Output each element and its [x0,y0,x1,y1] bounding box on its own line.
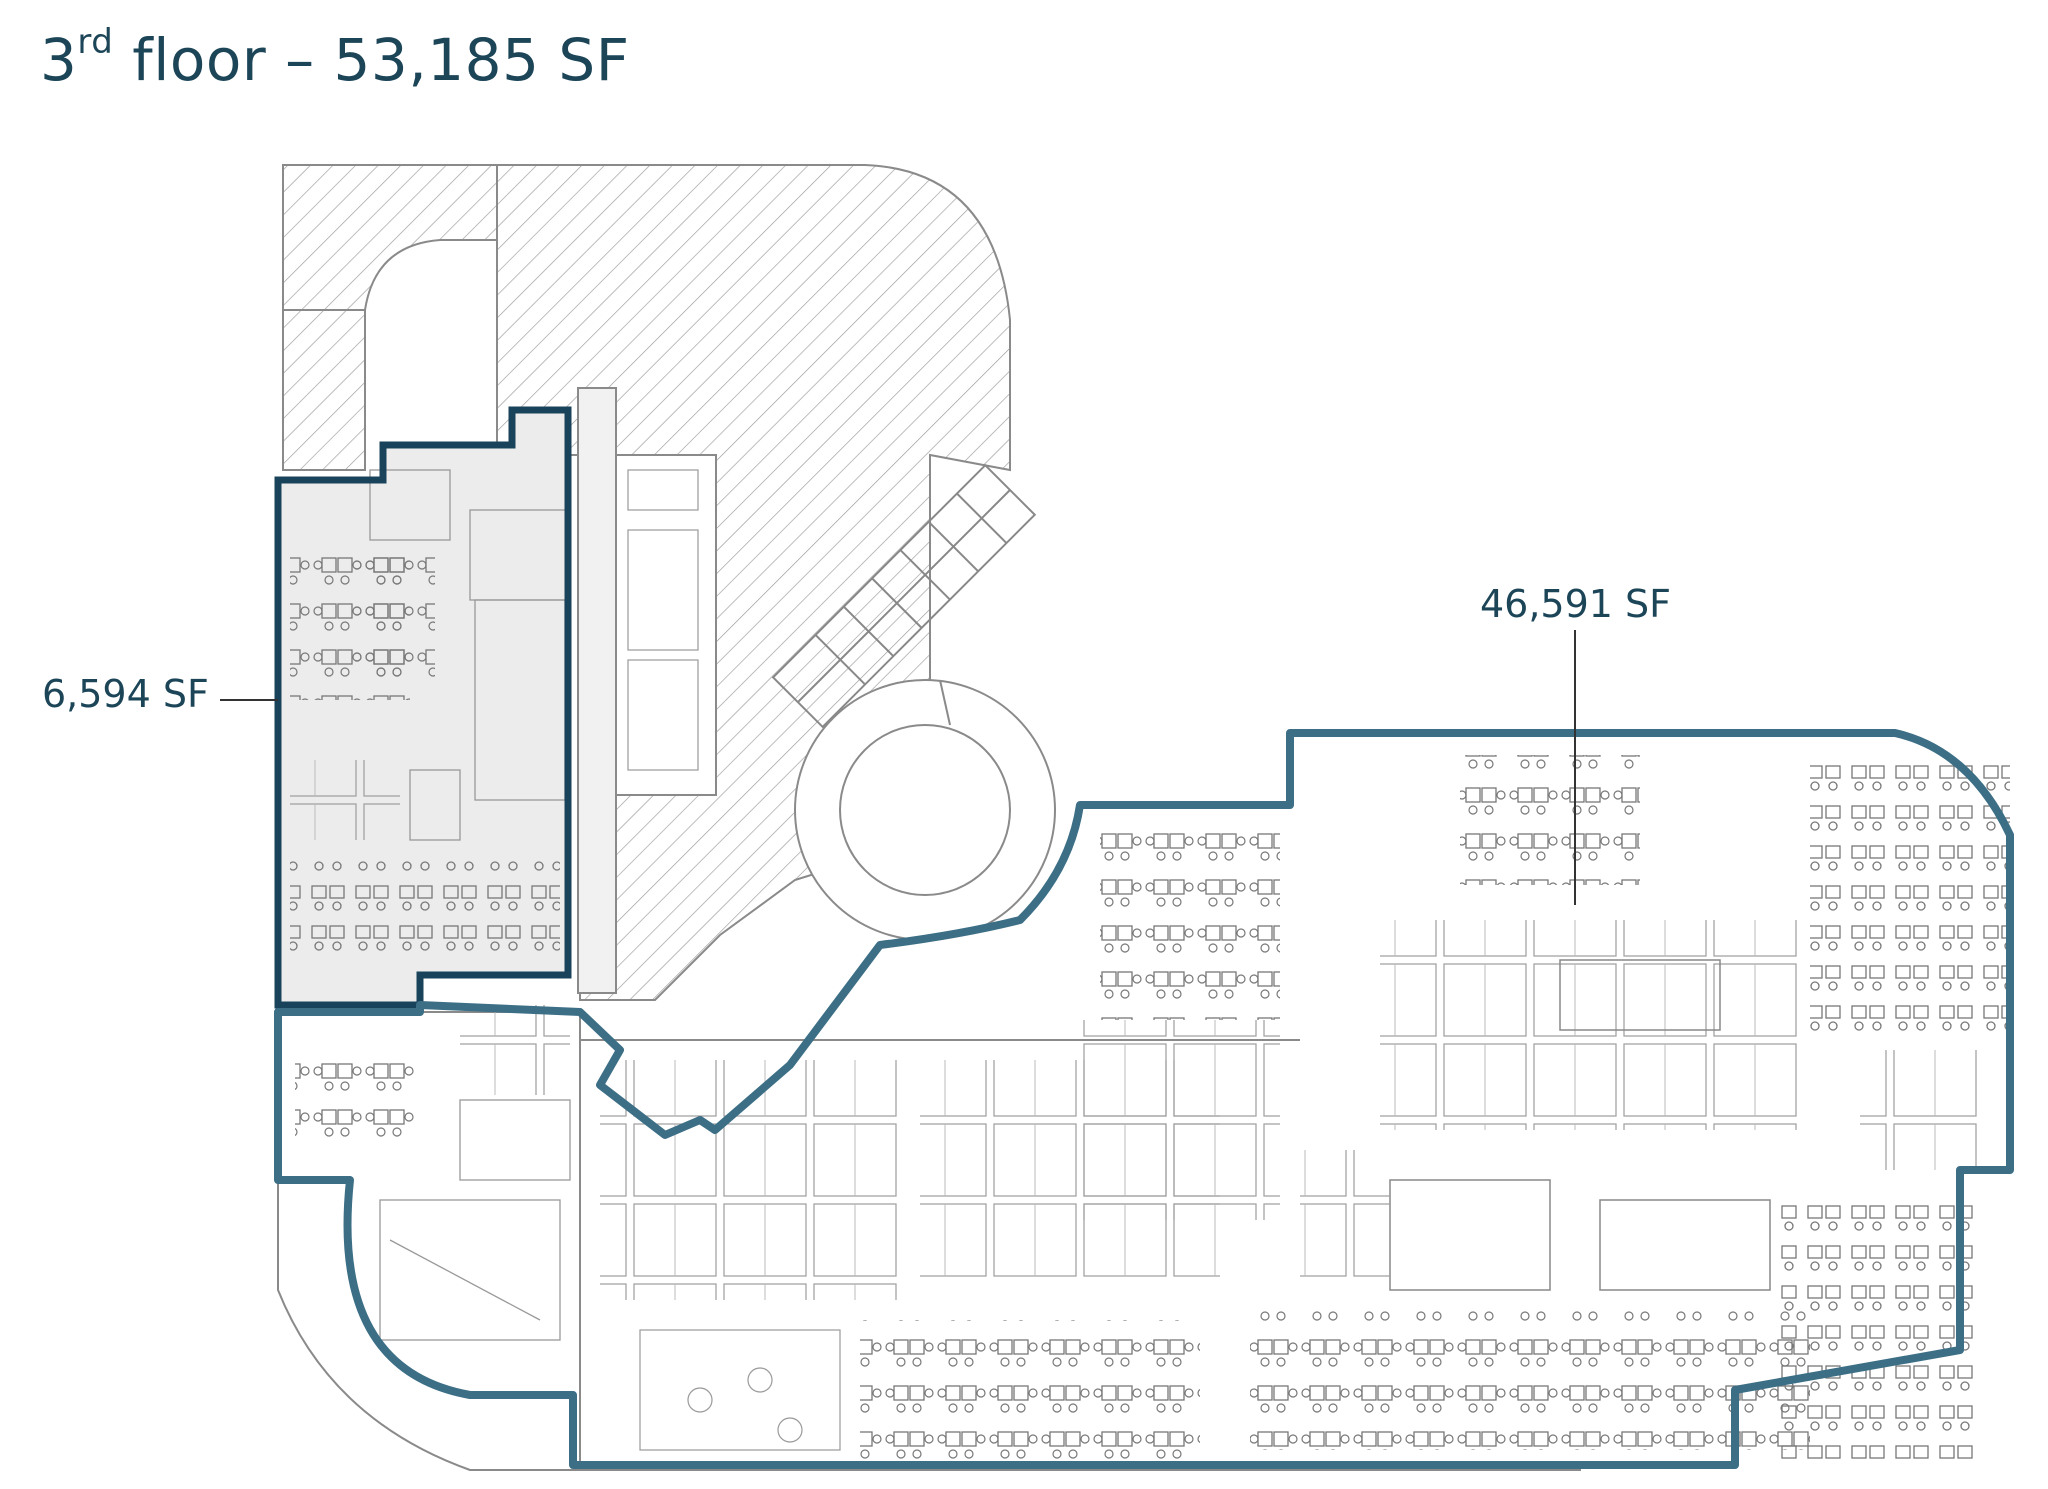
title-ordinal: 3 [40,26,78,94]
east-suite-outline [274,729,2014,1469]
west-suite-area-label: 6,594 SF [42,672,209,716]
title-ordinal-suffix: rd [77,22,114,62]
building-core [577,387,717,994]
page-title: 3rd floor – 53,185 SF [40,22,630,94]
east-suite-interior [1080,745,2020,1465]
skylight-grid [771,463,1037,729]
west-suite-outline [274,406,572,1009]
west-suite [278,410,571,1005]
southwest-suite-interior [295,1005,571,1341]
east-suite-area-label: 46,591 SF [1480,582,1672,626]
rotunda [794,679,1056,941]
title-text: floor – 53,185 SF [113,26,630,94]
